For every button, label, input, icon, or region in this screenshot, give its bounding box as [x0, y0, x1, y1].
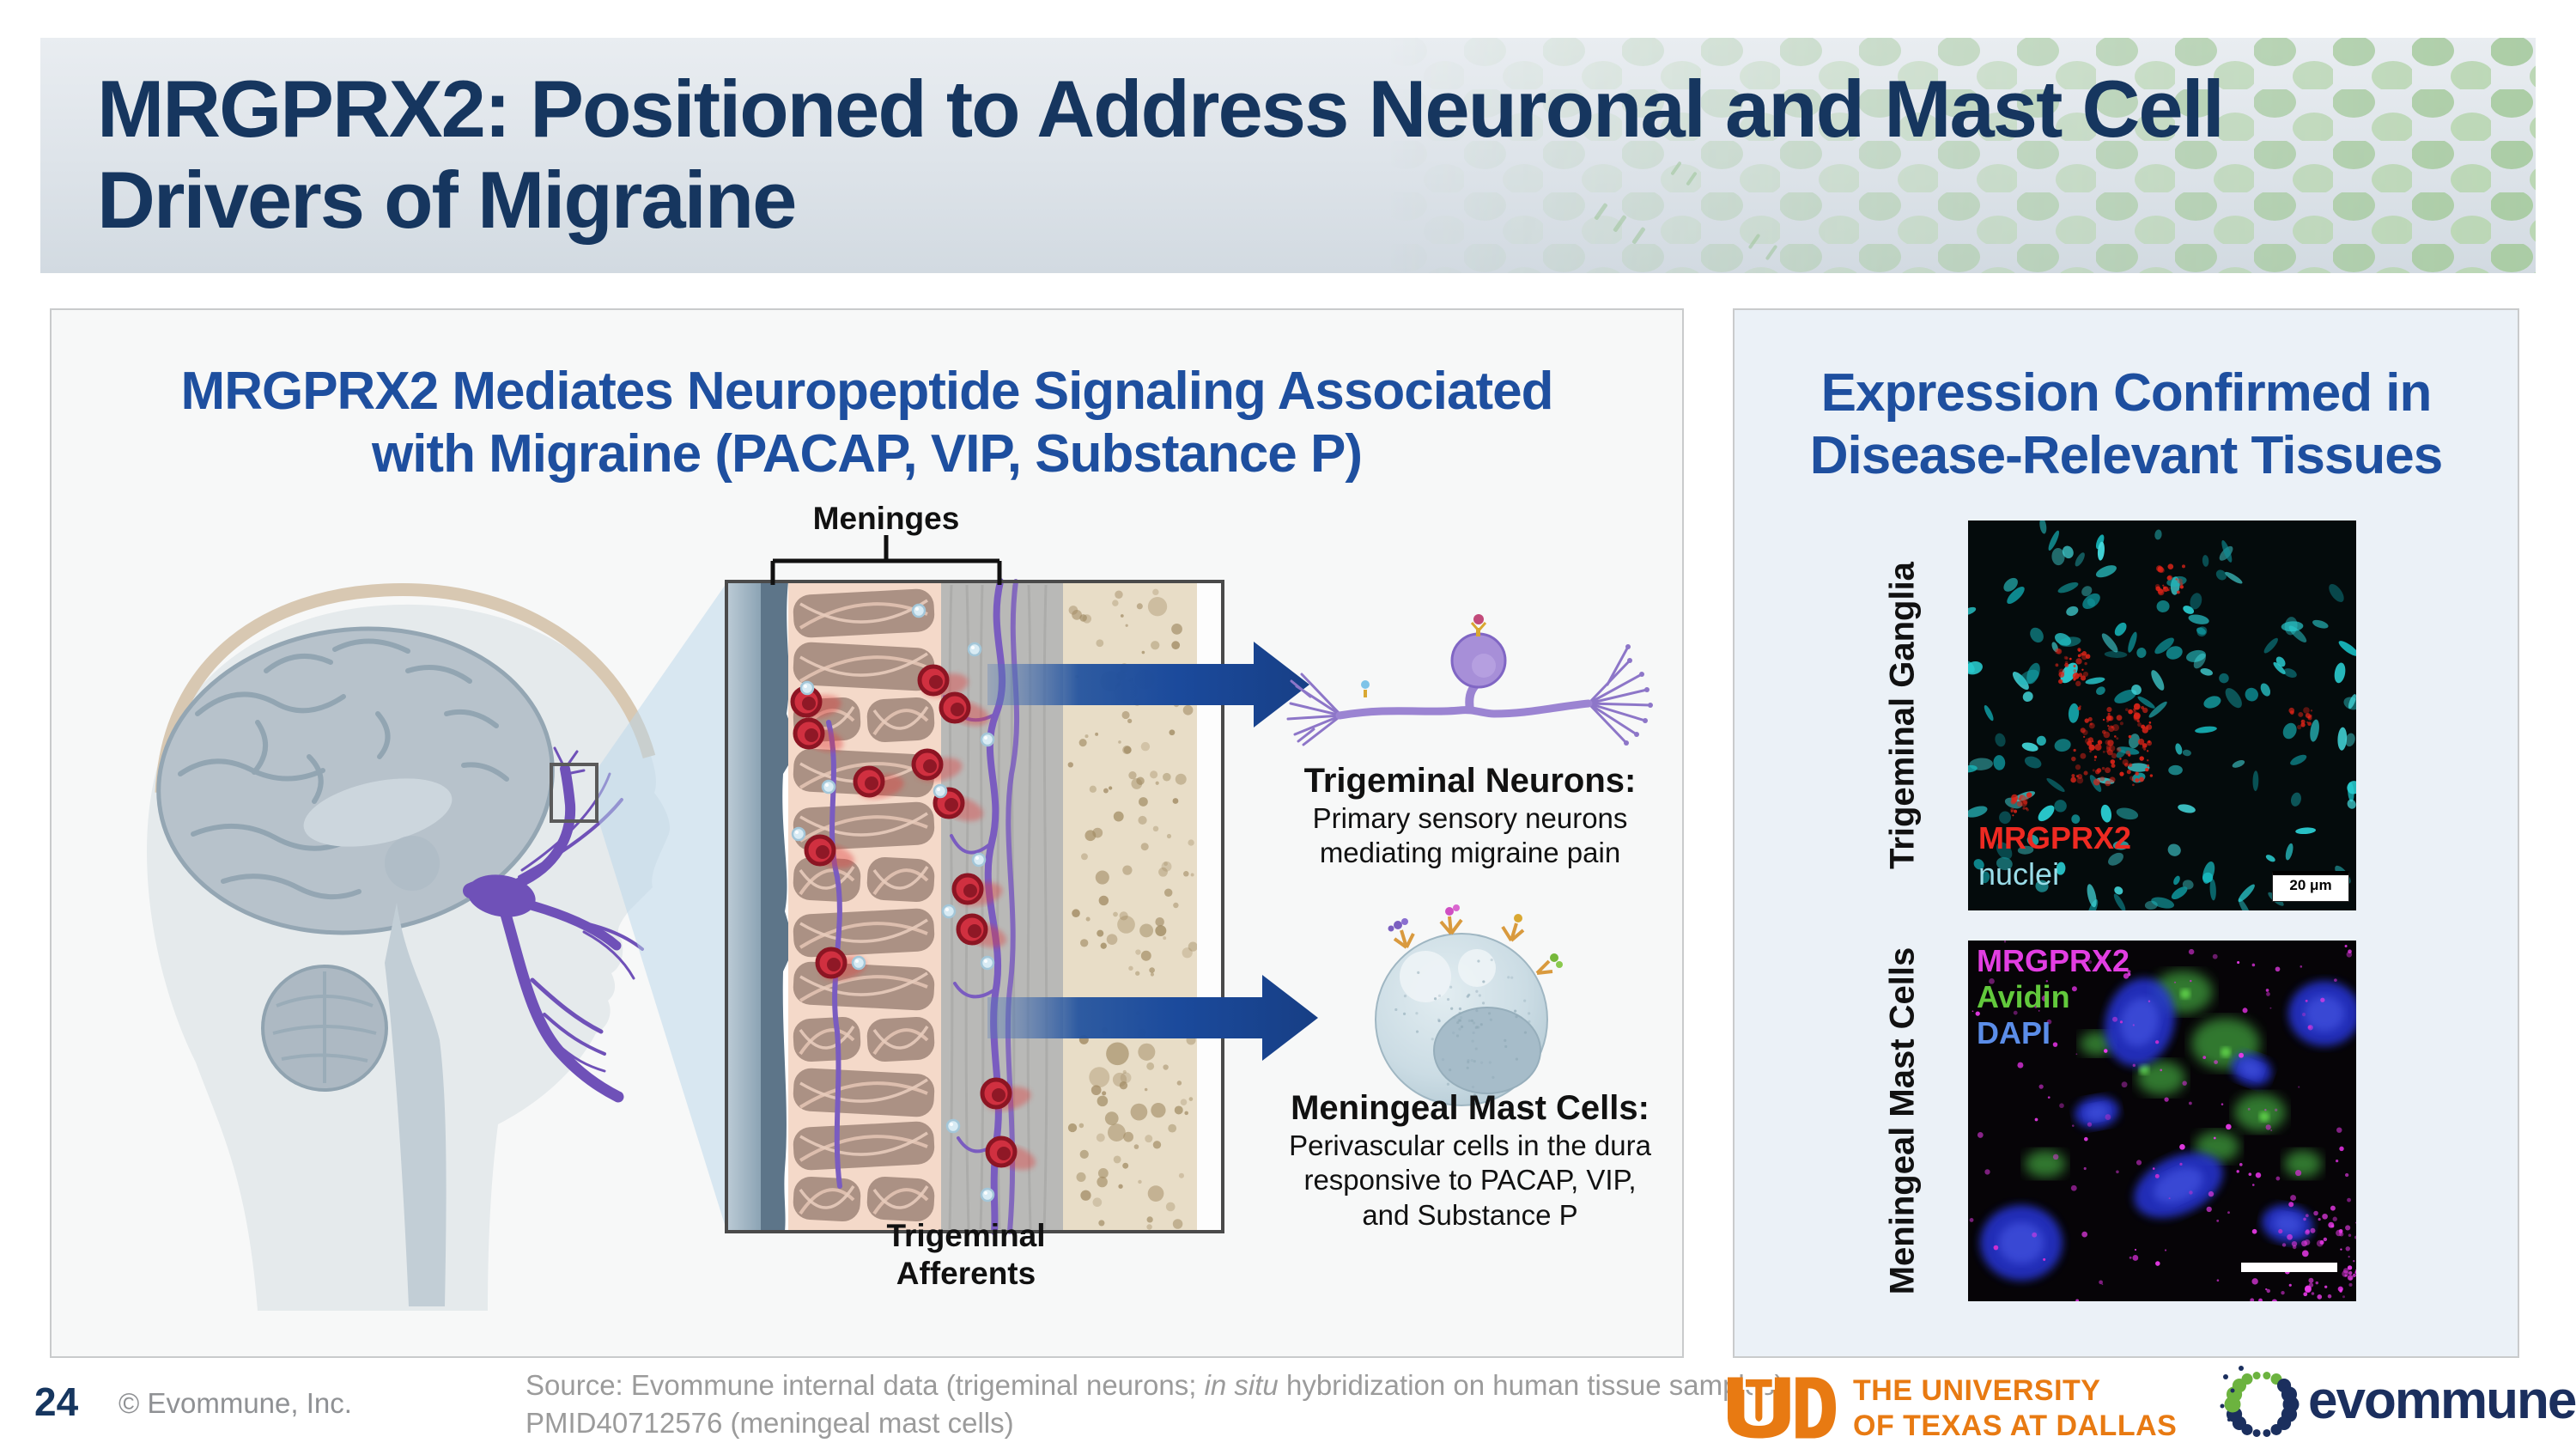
left-heading-line2: with Migraine (PACAP, VIP, Substance P) — [371, 424, 1363, 484]
evommune-wordmark: evommune — [2308, 1371, 2576, 1430]
tg-legend-nuclei: nuclei — [1978, 856, 2060, 892]
meninges-label: Meninges — [812, 501, 960, 536]
arrow-to-mast-cells — [987, 975, 1318, 1061]
head-profile-illustration — [147, 582, 726, 1311]
neurons-callout-title: Trigeminal Neurons: — [1303, 762, 1637, 800]
page-number: 24 — [34, 1379, 79, 1424]
scale-bar-line — [2241, 1263, 2337, 1272]
mast-callout-title: Meningeal Mast Cells: — [1291, 1089, 1649, 1127]
left-heading-line1: MRGPRX2 Mediates Neuropeptide Signaling … — [180, 362, 1554, 421]
left-panel-heading: MRGPRX2 Mediates Neuropeptide Signaling … — [52, 360, 1682, 485]
trigeminal-neurons-callout: Trigeminal Neurons: Primary sensory neur… — [1273, 760, 1668, 871]
meningeal-mast-cells-callout: Meningeal Mast Cells: Perivascular cells… — [1238, 1087, 1702, 1233]
right-heading-line1: Expression Confirmed in — [1820, 363, 2433, 423]
neuropeptide-signaling-panel: MRGPRX2 Mediates Neuropeptide Signaling … — [50, 308, 1684, 1358]
neuropeptide-granules — [791, 603, 995, 1202]
arrow-to-neurons — [987, 642, 1309, 728]
trigeminal-ganglia-side-label: Trigeminal Ganglia — [1883, 562, 1922, 869]
header-banner: MRGPRX2: Positioned to Address Neuronal … — [40, 38, 2536, 273]
slide-title-line2: Drivers of Migraine — [97, 155, 797, 246]
mc-legend-dapi: DAPI — [1977, 1015, 2051, 1050]
scale-bar: 20 μm — [2272, 871, 2349, 902]
trigeminal-afferents-label: Trigeminal Afferents — [886, 1218, 1046, 1291]
slide-title: MRGPRX2: Positioned to Address Neuronal … — [97, 64, 2225, 246]
trigeminal-neuron-icon — [1286, 614, 1653, 746]
mc-legend-avidin: Avidin — [1977, 979, 2070, 1014]
tg-legend-mrgprx2: MRGPRX2 — [1978, 820, 2132, 855]
head-meninges-illustration — [147, 535, 1653, 1311]
evommune-logo-icon — [2220, 1366, 2300, 1437]
meningeal-mast-cells-side-label: Meningeal Mast Cells — [1883, 947, 1922, 1295]
right-panel-heading: Expression Confirmed in Disease-Relevant… — [1735, 362, 2518, 487]
footer: 24 © Evommune, Inc. Source: Evommune int… — [0, 1358, 2576, 1449]
utd-logo-icon — [1728, 1377, 1836, 1439]
meningeal-mast-cells-micrograph: MRGPRX2 Avidin DAPI — [1968, 941, 2356, 1301]
receptor-icon-soma — [1470, 614, 1487, 636]
zoom-box — [550, 763, 598, 823]
mast-cells-in-section — [790, 664, 1036, 1170]
mc-legend-mrgprx2: MRGPRX2 — [1977, 943, 2130, 978]
utd-logo-text: THE UNIVERSITY OF TEXAS AT DALLAS — [1853, 1374, 2178, 1443]
receptor-icon-axon — [1361, 680, 1370, 697]
mast-cell-receptors — [1388, 904, 1563, 975]
dura-fiber-bundles — [793, 588, 935, 1221]
trigeminal-ganglia-micrograph: MRGPRX2 nuclei 20 μm — [1968, 521, 2356, 910]
meninges-bracket — [770, 535, 1002, 585]
meningeal-mast-cell-icon — [1375, 904, 1563, 1106]
expression-panel: Expression Confirmed in Disease-Relevant… — [1733, 308, 2519, 1358]
slide-title-line1: MRGPRX2: Positioned to Address Neuronal … — [97, 64, 2225, 154]
header-dot-pattern — [1385, 38, 2536, 273]
right-heading-line2: Disease-Relevant Tissues — [1809, 426, 2444, 486]
copyright-text: © Evommune, Inc. — [118, 1387, 352, 1419]
zoom-beam — [598, 583, 726, 1230]
source-note: Source: Evommune internal data (trigemin… — [526, 1369, 1792, 1439]
